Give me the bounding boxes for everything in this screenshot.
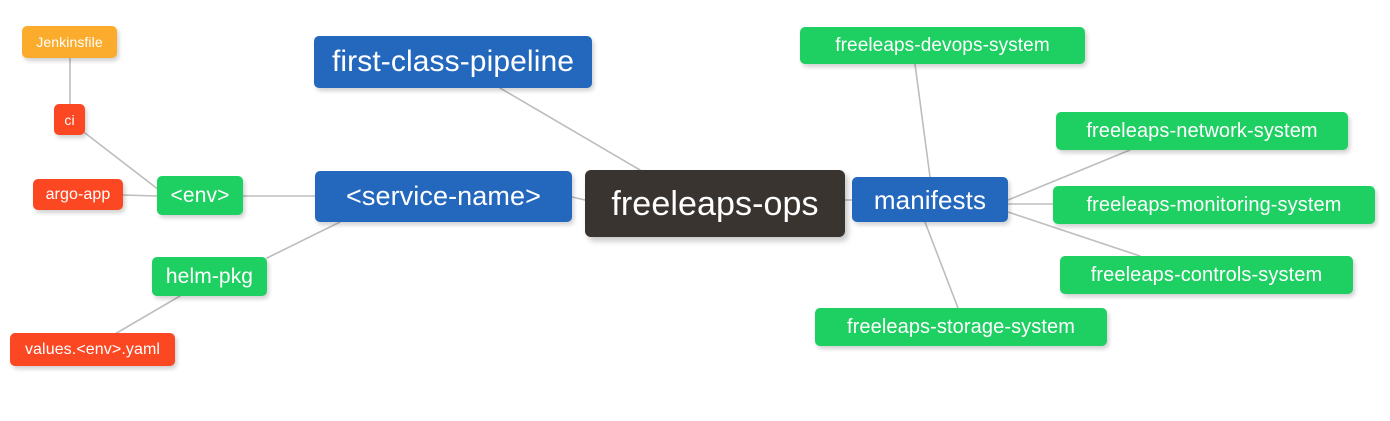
node-ci[interactable]: ci xyxy=(54,104,85,135)
node-freeleaps-controls-system[interactable]: freeleaps-controls-system xyxy=(1060,256,1353,294)
node-env[interactable]: <env> xyxy=(157,176,243,215)
node-label: argo-app xyxy=(45,185,111,203)
node-freeleaps-ops[interactable]: freeleaps-ops xyxy=(585,170,845,237)
node-values-yaml[interactable]: values.<env>.yaml xyxy=(10,333,175,366)
node-label: freeleaps-network-system xyxy=(1086,120,1318,142)
node-freeleaps-storage-system[interactable]: freeleaps-storage-system xyxy=(815,308,1107,346)
node-label: manifests xyxy=(873,184,987,215)
node-service-name[interactable]: <service-name> xyxy=(315,171,572,222)
node-label: freeleaps-storage-system xyxy=(846,316,1076,338)
edge-manifests-to-freeleaps-storage-system xyxy=(924,221,959,309)
node-label: values.<env>.yaml xyxy=(24,340,161,358)
edge-argo-app-to-env xyxy=(122,194,158,197)
node-label: first-class-pipeline xyxy=(331,45,575,78)
node-label: freeleaps-ops xyxy=(611,184,819,223)
edge-service-name-to-helm-pkg xyxy=(266,221,341,259)
edge-service-name-to-freeleaps-ops xyxy=(571,196,586,201)
node-label: helm-pkg xyxy=(165,265,254,288)
node-jenkinsfile[interactable]: Jenkinsfile xyxy=(22,26,117,58)
node-freeleaps-devops-system[interactable]: freeleaps-devops-system xyxy=(800,27,1085,64)
node-first-class-pipeline[interactable]: first-class-pipeline xyxy=(314,36,592,88)
node-freeleaps-network-system[interactable]: freeleaps-network-system xyxy=(1056,112,1348,150)
node-manifests[interactable]: manifests xyxy=(852,177,1008,222)
node-label: <env> xyxy=(170,184,230,207)
node-label: Jenkinsfile xyxy=(36,34,103,50)
node-label: freeleaps-devops-system xyxy=(835,35,1050,56)
edge-helm-pkg-to-values-yaml xyxy=(114,295,181,335)
node-label: freeleaps-controls-system xyxy=(1090,264,1323,286)
node-label: ci xyxy=(64,111,75,128)
node-freeleaps-monitoring-system[interactable]: freeleaps-monitoring-system xyxy=(1053,186,1375,224)
node-label: freeleaps-monitoring-system xyxy=(1086,194,1342,216)
node-argo-app[interactable]: argo-app xyxy=(33,179,123,210)
edge-first-class-pipeline-to-freeleaps-ops xyxy=(499,87,641,171)
node-label: <service-name> xyxy=(346,181,541,211)
edge-manifests-to-freeleaps-devops-system xyxy=(914,63,931,178)
node-helm-pkg[interactable]: helm-pkg xyxy=(152,257,267,296)
